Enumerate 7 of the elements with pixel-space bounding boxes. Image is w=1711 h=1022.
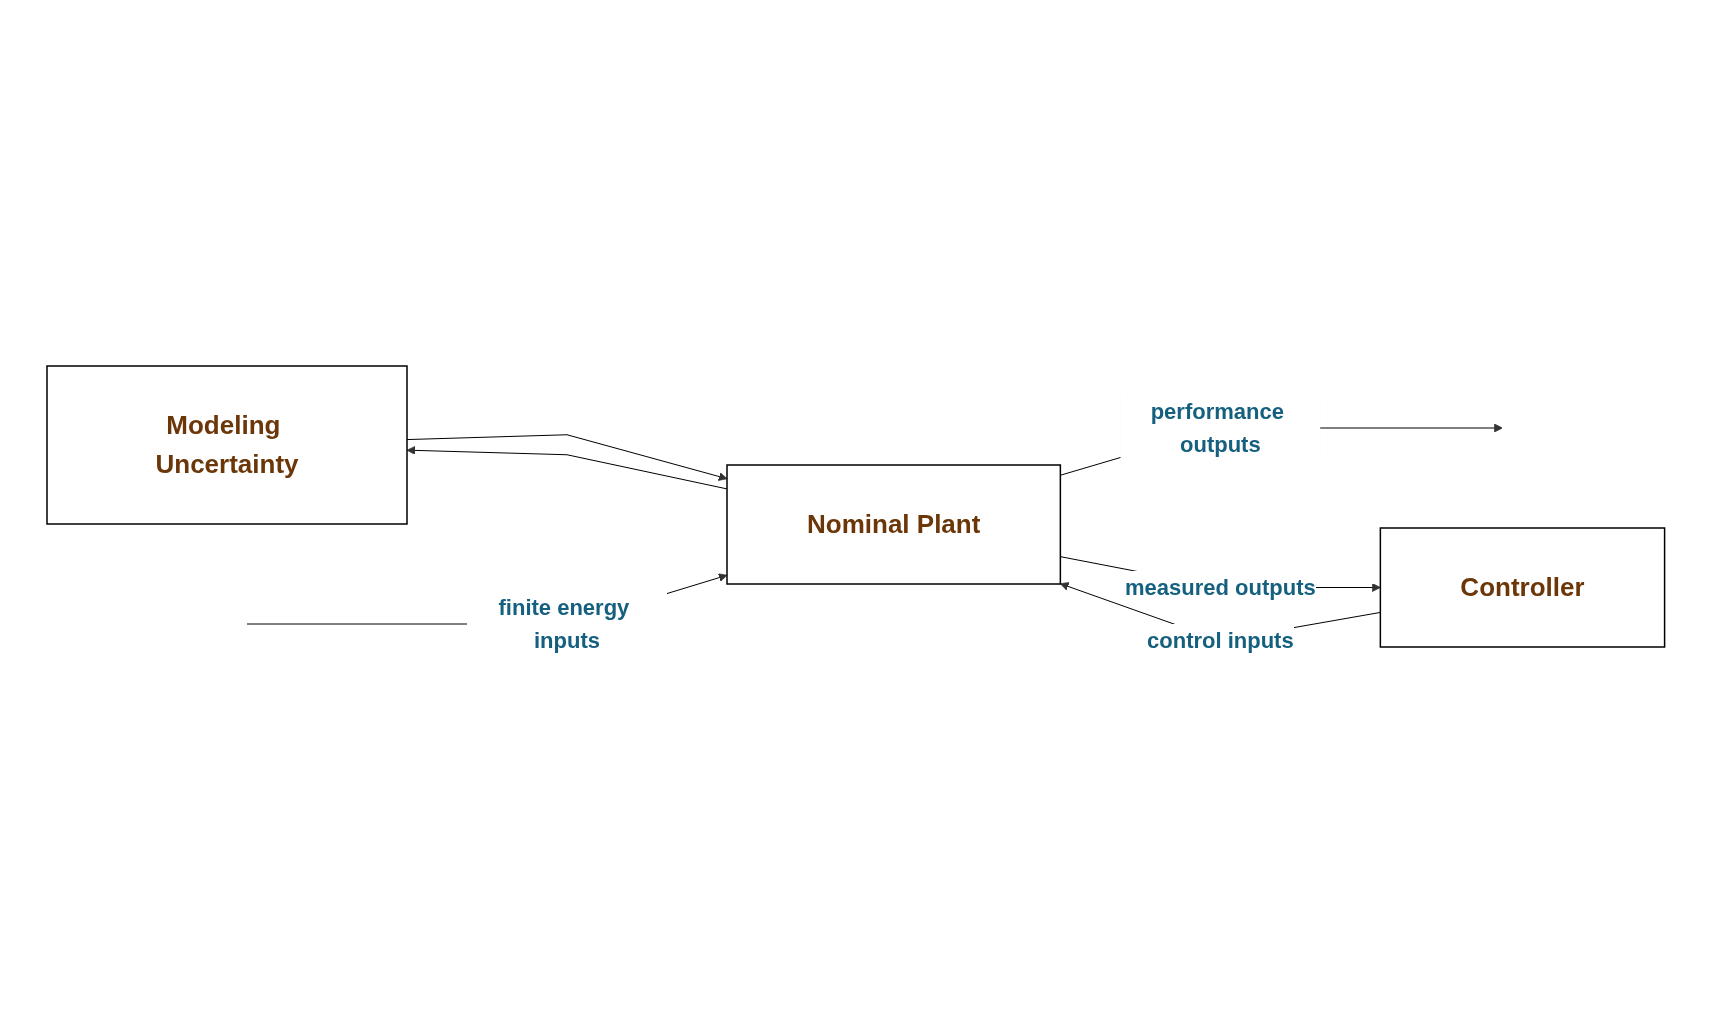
edge-label: control inputs <box>1146 627 1294 653</box>
node-box: Controller <box>1379 526 1666 648</box>
node-box: Nominal Plant <box>725 463 1061 585</box>
node-box: Modeling Uncertainty <box>45 364 408 525</box>
edge-label: performance outputs <box>1150 398 1284 457</box>
edge-label: finite energy inputs <box>498 594 630 653</box>
edge-label: measured outputs <box>1124 574 1316 600</box>
